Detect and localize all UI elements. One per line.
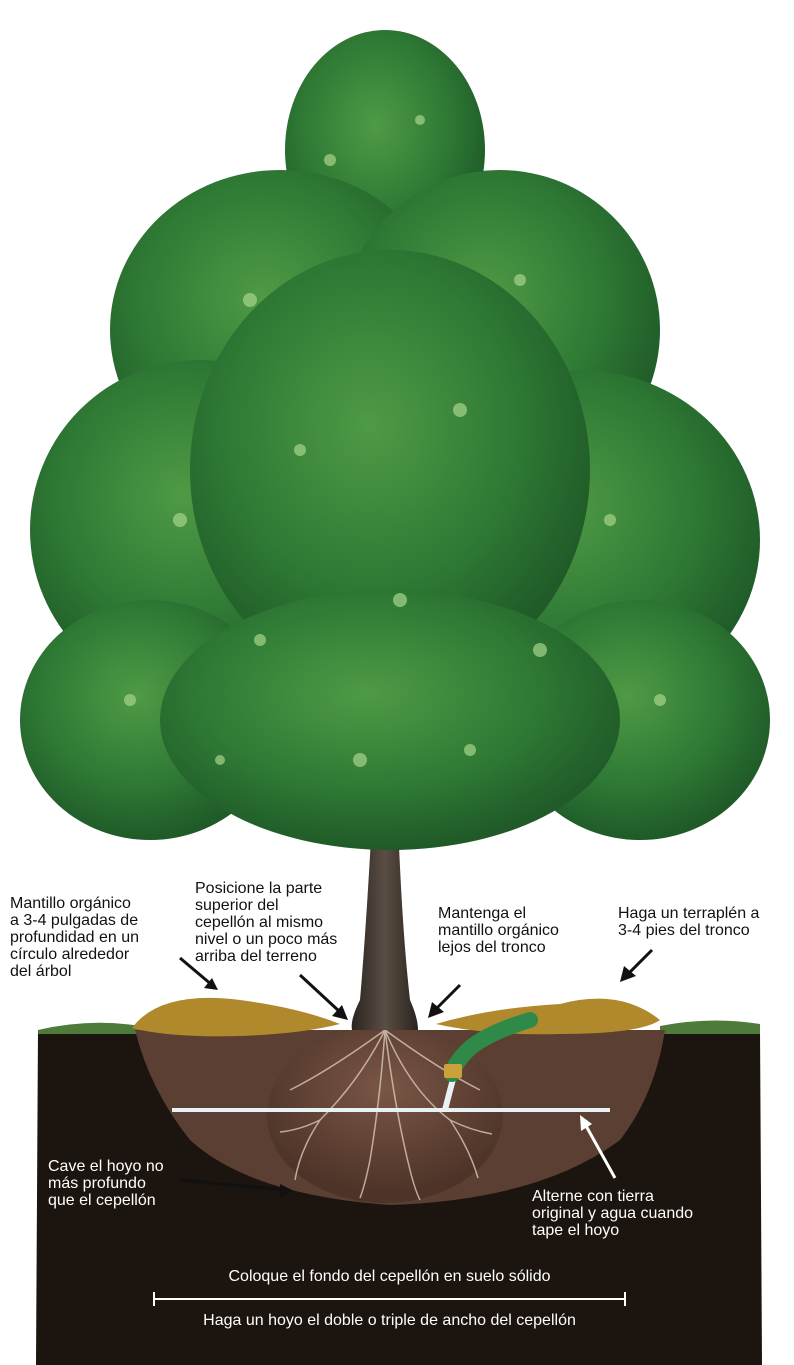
tree-trunk xyxy=(352,820,418,1030)
label-rootball-top: Posicione la parte superior del cepellón… xyxy=(195,880,337,965)
label-bottom-solid: Coloque el fondo del cepellón en suelo s… xyxy=(154,1268,625,1285)
hose-nozzle xyxy=(444,1064,462,1078)
label-dig-depth: Cave el hoyo no más profundo que el cepe… xyxy=(48,1158,164,1209)
label-hole-width: Haga un hoyo el doble o triple de ancho … xyxy=(154,1312,625,1329)
tree-canopy xyxy=(20,30,770,850)
label-berm: Haga un terraplén a 3-4 pies del tronco xyxy=(618,905,759,939)
mulch-right xyxy=(436,999,660,1035)
label-mulch-away: Mantenga el mantillo orgánico lejos del … xyxy=(438,905,559,956)
arrow-mulch-away xyxy=(428,985,460,1018)
label-alternate: Alterne con tierra original y agua cuand… xyxy=(532,1188,693,1239)
label-mulch-circle: Mantillo orgánico a 3-4 pulgadas de prof… xyxy=(10,895,139,980)
arrow-berm xyxy=(620,950,652,982)
